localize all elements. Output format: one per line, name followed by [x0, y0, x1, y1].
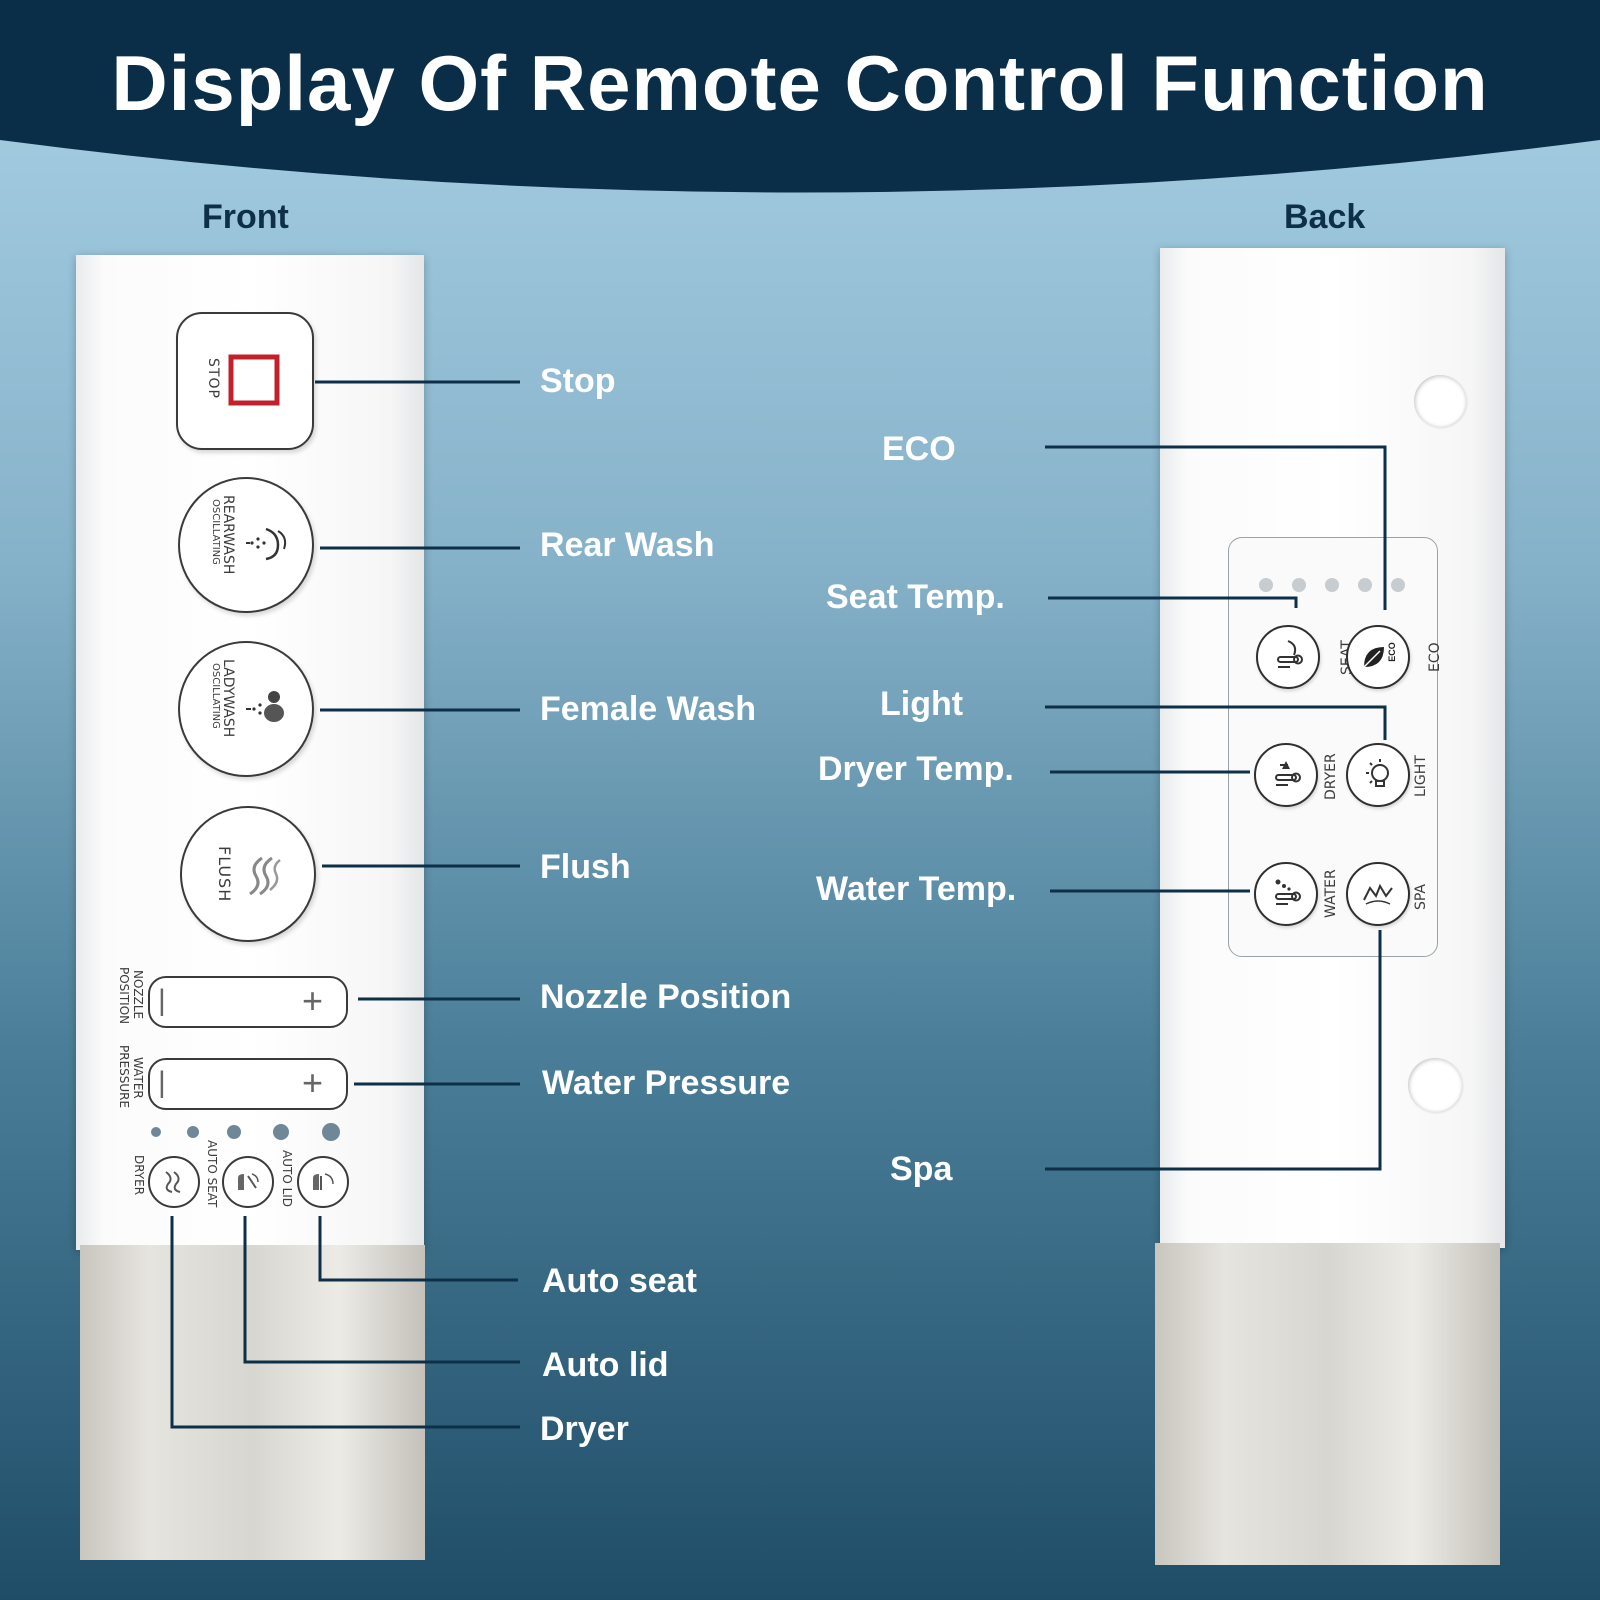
auto-lid-callout: Auto lid [542, 1346, 669, 1384]
auto-seat-callout-line [318, 1216, 518, 1282]
light-button[interactable] [1346, 743, 1410, 807]
level-dot [227, 1125, 241, 1139]
spa-callout: Spa [890, 1150, 953, 1188]
back-label: Back [1284, 198, 1366, 236]
dryer-callout: Dryer [540, 1410, 629, 1448]
seat-temp-callout-line [1048, 596, 1298, 608]
pressure-minus-button[interactable]: | [158, 1066, 166, 1099]
dryer-callout-line [170, 1216, 520, 1429]
spa-wave-icon [1363, 883, 1393, 905]
back-level-dot [1259, 578, 1273, 592]
auto-seat-button[interactable] [222, 1156, 274, 1208]
nozzle-position-control[interactable]: | + [148, 976, 348, 1028]
level-dot [187, 1126, 199, 1138]
light-callout-line [1045, 705, 1387, 740]
rear-wash-callout: Rear Wash [540, 526, 715, 564]
auto-lid-button[interactable] [297, 1156, 349, 1208]
rear-wash-button[interactable]: REARWASH OSCILLATING [178, 477, 314, 613]
auto-lid-icon [313, 1173, 334, 1190]
dryer-icon [165, 1171, 181, 1193]
level-dot [322, 1123, 340, 1141]
spa-callout-line [1045, 930, 1382, 1171]
back-level-dot [1391, 578, 1405, 592]
lady-wash-button[interactable]: LADYWASH OSCILLATING [178, 641, 314, 777]
back-level-dot [1292, 578, 1306, 592]
bulb-icon [1366, 759, 1389, 787]
flush-callout: Flush [540, 848, 631, 886]
auto-seat-callout: Auto seat [542, 1262, 697, 1300]
auto-seat-icon [238, 1173, 259, 1190]
water-thermometer-icon [1275, 879, 1301, 905]
seat-thermometer-icon [1277, 640, 1303, 668]
header-band [0, 0, 1600, 210]
rear-wash-icon [246, 527, 287, 561]
flush-button[interactable]: FLUSH [180, 806, 316, 942]
screw-cover [1414, 375, 1466, 427]
level-dot [151, 1127, 161, 1137]
stop-square-icon [228, 354, 280, 406]
front-label: Front [202, 198, 289, 236]
water-temp-callout: Water Temp. [816, 870, 1017, 908]
front-remote-metal-base [80, 1245, 425, 1560]
flush-wave-icon [249, 856, 281, 896]
seat-temp-button[interactable] [1256, 625, 1320, 689]
auto-lid-callout-line [243, 1216, 520, 1364]
stop-button[interactable]: STOP [176, 312, 314, 450]
nozzle-plus-button[interactable]: + [302, 980, 324, 1021]
eco-button[interactable]: ECO [1346, 625, 1410, 689]
leaf-icon [1363, 647, 1384, 668]
female-wash-callout: Female Wash [540, 690, 757, 728]
dryer-temp-callout: Dryer Temp. [818, 750, 1014, 788]
back-level-dot [1325, 578, 1339, 592]
light-callout: Light [880, 685, 964, 723]
water-pressure-control[interactable]: | + [148, 1058, 348, 1110]
water-temp-button[interactable] [1254, 862, 1318, 926]
fan-thermometer-icon [1275, 761, 1301, 786]
lady-wash-icon [246, 691, 284, 722]
screw-cover [1408, 1058, 1462, 1112]
water-pressure-callout: Water Pressure [542, 1064, 791, 1102]
eco-callout-line [1045, 445, 1387, 610]
eco-callout: ECO [882, 430, 956, 468]
nozzle-minus-button[interactable]: | [158, 984, 166, 1017]
page-title: Display Of Remote Control Function [111, 39, 1489, 127]
dryer-button[interactable] [148, 1156, 200, 1208]
seat-temp-callout: Seat Temp. [826, 578, 1005, 616]
stop-callout: Stop [540, 362, 616, 400]
back-level-dot [1358, 578, 1372, 592]
spa-button[interactable] [1346, 862, 1410, 926]
pressure-plus-button[interactable]: + [302, 1062, 324, 1103]
back-remote-metal-base [1155, 1243, 1500, 1565]
nozzle-position-callout: Nozzle Position [540, 978, 792, 1016]
dryer-temp-button[interactable] [1254, 743, 1318, 807]
level-dot [273, 1124, 289, 1140]
